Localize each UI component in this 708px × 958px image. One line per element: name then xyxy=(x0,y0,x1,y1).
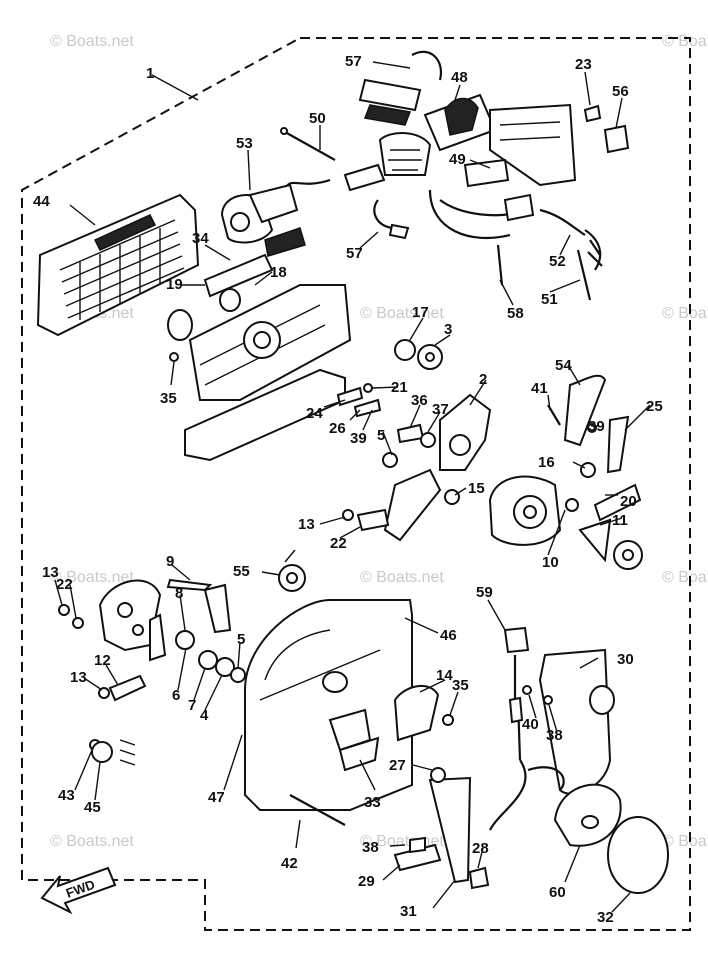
callout-36: 36 xyxy=(411,392,428,409)
callout-35-lower: 35 xyxy=(452,677,469,694)
connector-53 xyxy=(220,183,299,244)
callout-21: 21 xyxy=(391,379,408,396)
callout-24: 24 xyxy=(306,405,323,422)
callout-33: 33 xyxy=(364,794,381,811)
callout-23: 23 xyxy=(575,56,592,73)
callout-34: 34 xyxy=(192,230,209,247)
callout-13-center: 13 xyxy=(298,516,315,533)
callout-11: 11 xyxy=(612,512,628,529)
callout-26: 26 xyxy=(329,420,346,437)
callout-58: 58 xyxy=(507,305,524,322)
callout-9: 9 xyxy=(166,553,174,570)
callout-29: 29 xyxy=(358,873,375,890)
callout-55: 55 xyxy=(233,563,250,580)
callout-35-upper: 35 xyxy=(160,390,177,407)
callout-22-left: 22 xyxy=(56,576,73,593)
callout-4: 4 xyxy=(200,707,209,724)
callout-22-center: 22 xyxy=(330,535,347,552)
callout-51: 51 xyxy=(541,291,558,308)
callout-54: 54 xyxy=(555,357,572,374)
callout-32: 32 xyxy=(597,909,614,926)
callout-40: 40 xyxy=(522,716,539,733)
callout-38-lower: 38 xyxy=(362,839,379,856)
watermark-text: © Boats.net xyxy=(50,33,134,50)
callout-38-right: 38 xyxy=(546,727,563,744)
callout-8: 8 xyxy=(175,585,183,602)
callout-43: 43 xyxy=(58,787,75,804)
fwd-arrow: FWD xyxy=(40,866,117,915)
callout-59: 59 xyxy=(476,584,493,601)
callout-3: 3 xyxy=(444,321,452,338)
watermark-text: © Boats.net xyxy=(662,305,708,322)
callout-25: 25 xyxy=(646,398,663,415)
callout-53: 53 xyxy=(236,135,253,152)
callout-27: 27 xyxy=(389,757,406,774)
callout-7: 7 xyxy=(188,697,196,714)
assembly-boundary xyxy=(21,37,691,931)
throttle-arm-parts xyxy=(336,339,492,542)
callout-49: 49 xyxy=(449,151,466,168)
cable-50 xyxy=(280,127,336,161)
callout-56: 56 xyxy=(612,83,629,100)
callout-18: 18 xyxy=(270,264,287,281)
callout-labels: 1 2 3 4 5 5 6 7 8 9 10 11 12 13 13 13 14… xyxy=(33,53,663,926)
callout-31: 31 xyxy=(400,903,417,920)
callout-16: 16 xyxy=(538,454,555,471)
callout-57-upper: 57 xyxy=(345,53,362,70)
watermark-text: © Boats.net xyxy=(50,833,134,850)
cover-plate xyxy=(36,193,200,337)
handle-assembly xyxy=(393,626,669,894)
callout-48: 48 xyxy=(451,69,468,86)
remote-control-housing xyxy=(244,599,454,826)
callout-19: 19 xyxy=(166,276,183,293)
callout-41: 41 xyxy=(531,380,548,397)
watermark-text: © Boats.net xyxy=(360,305,444,322)
mounting-panel xyxy=(167,227,352,462)
callout-13-lower: 13 xyxy=(70,669,87,686)
shift-lever-parts xyxy=(58,549,306,766)
callout-46: 46 xyxy=(440,627,457,644)
wiring-harness-upper xyxy=(283,50,630,301)
callout-13-left: 13 xyxy=(42,564,59,581)
callout-10: 10 xyxy=(542,554,559,571)
callout-52: 52 xyxy=(549,253,566,270)
callout-44: 44 xyxy=(33,193,50,210)
watermark-text: © Boats.net xyxy=(662,33,708,50)
callout-5-lower: 5 xyxy=(237,631,245,648)
callout-57-lower: 57 xyxy=(346,245,363,262)
callout-39-center: 39 xyxy=(350,430,367,447)
callout-12: 12 xyxy=(94,652,111,669)
callout-30: 30 xyxy=(617,651,634,668)
callout-17: 17 xyxy=(412,304,429,321)
callout-37: 37 xyxy=(432,401,449,418)
watermark-text: © Boats.net xyxy=(360,569,444,586)
callout-6: 6 xyxy=(172,687,180,704)
callout-2: 2 xyxy=(479,371,487,388)
callout-50: 50 xyxy=(309,110,326,127)
shift-assembly xyxy=(488,374,643,570)
watermark-text: © Boats.net xyxy=(662,833,708,850)
callout-39-right: 39 xyxy=(588,418,605,435)
callout-42: 42 xyxy=(281,855,298,872)
callout-45: 45 xyxy=(84,799,101,816)
callout-15: 15 xyxy=(468,480,485,497)
callout-20: 20 xyxy=(620,493,637,510)
callout-14: 14 xyxy=(436,667,453,684)
leader-lines xyxy=(54,61,651,913)
callout-47: 47 xyxy=(208,789,225,806)
callout-5-upper: 5 xyxy=(377,427,385,444)
callout-1: 1 xyxy=(146,65,154,82)
watermark-text: © Boats.net xyxy=(50,569,134,586)
watermark-text: © Boats.net xyxy=(662,569,708,586)
callout-28: 28 xyxy=(472,840,489,857)
callout-60: 60 xyxy=(549,884,566,901)
